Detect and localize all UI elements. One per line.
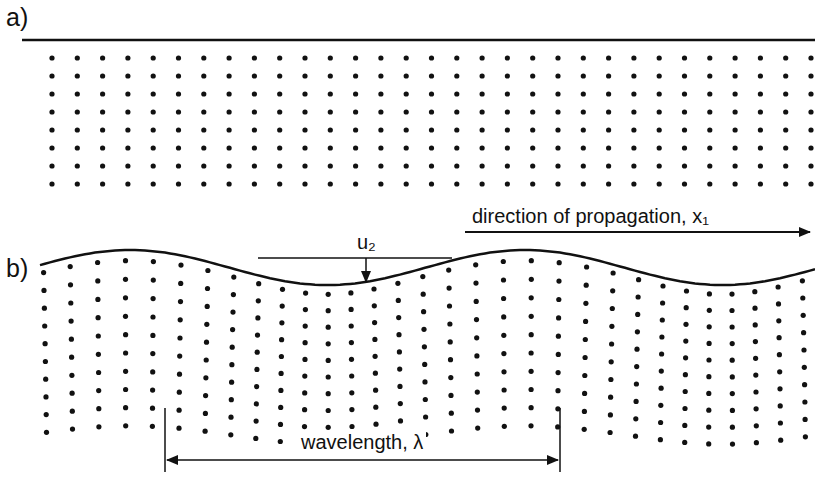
panel-label: a) (6, 5, 28, 30)
propagation-arrow (465, 231, 810, 233)
displacement-label: u₂ (357, 232, 376, 252)
particle-grid-b (41, 258, 808, 447)
wavy-surface (40, 250, 815, 285)
panel-label: b) (6, 256, 28, 281)
wavelength-dimension (167, 459, 558, 461)
dimension-label: wavelength, λ (298, 432, 426, 452)
reference-line (258, 257, 452, 259)
flat-surface (22, 39, 815, 42)
particle-grid-a (49, 55, 813, 186)
dimension-tick (559, 408, 561, 472)
dimension-tick (164, 408, 166, 472)
axis-label: direction of propagation, x₁ (472, 206, 709, 226)
displacement-arrow (365, 258, 367, 282)
